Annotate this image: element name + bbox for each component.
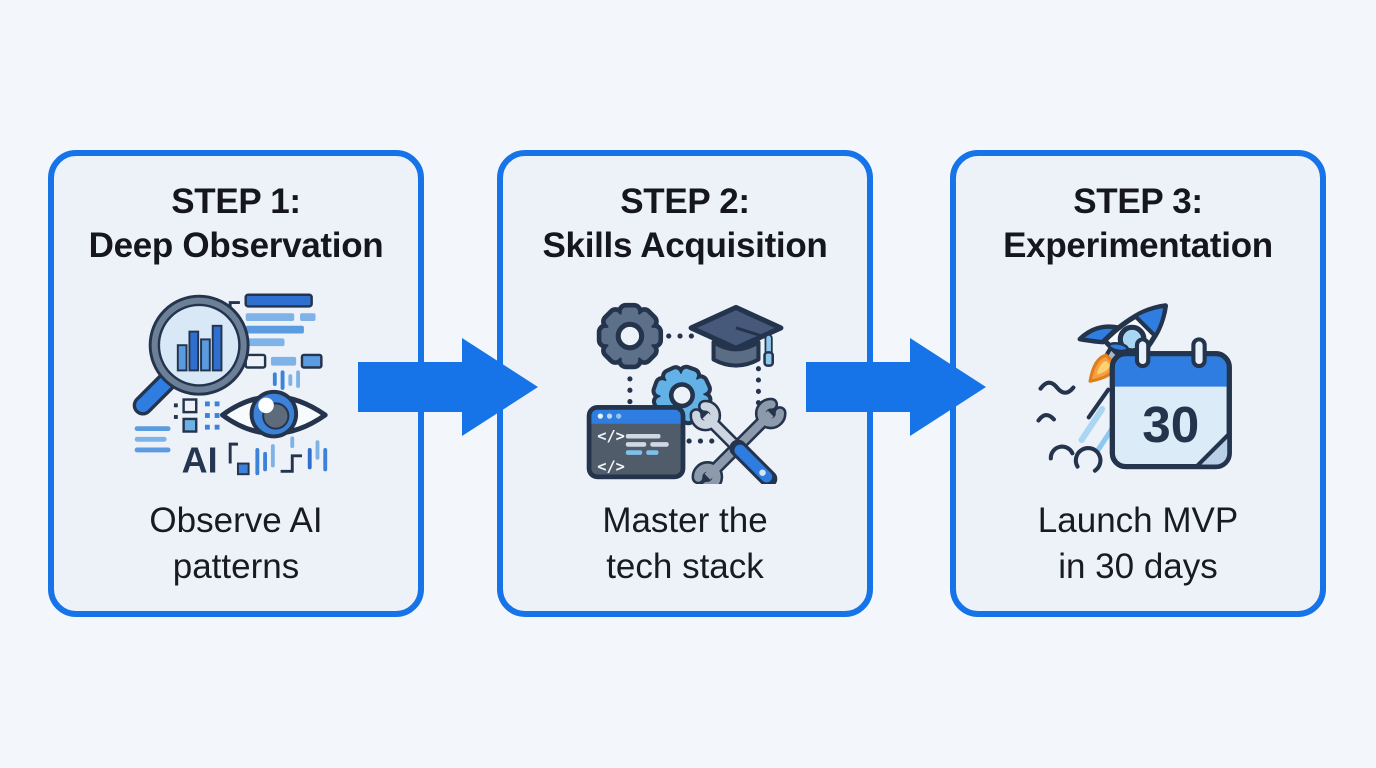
step-3-title: STEP 3: Experimentation xyxy=(1003,180,1273,268)
code-window-icon: </> </> xyxy=(586,404,686,479)
magnifier-bar-chart-icon xyxy=(132,294,250,416)
ai-observation-icon: AI xyxy=(132,293,328,480)
step-1-title-line-1: STEP 1: xyxy=(171,182,301,221)
dotted-connectors xyxy=(627,333,761,444)
step-3-caption-line-1: Launch MVP xyxy=(1037,501,1239,540)
step-2-caption: Master the tech stack xyxy=(602,498,767,590)
step-3-caption-line-2: in 30 days xyxy=(1058,547,1218,586)
rocket-calendar-icon: 30 xyxy=(1036,303,1232,473)
flow-arrow-2-icon xyxy=(806,338,986,436)
calendar-day-number: 30 xyxy=(1142,396,1199,453)
step-2-title: STEP 2: Skills Acquisition xyxy=(542,180,827,268)
step-2-icon-wrap: </> </> xyxy=(583,286,787,484)
step-1-caption-line-1: Observe AI xyxy=(149,501,323,540)
skills-tools-icon: </> </> xyxy=(586,302,787,484)
crossed-tools-icon xyxy=(689,397,787,484)
step-2-caption-line-1: Master the xyxy=(602,501,768,540)
circuit-pattern xyxy=(228,436,328,476)
flow-arrow-1-icon xyxy=(358,338,538,436)
step-2-caption-line-2: tech stack xyxy=(606,547,764,586)
step-3-title-line-1: STEP 3: xyxy=(1073,182,1203,221)
step-3-caption: Launch MVP in 30 days xyxy=(1038,498,1238,590)
calendar-icon: 30 xyxy=(1109,337,1232,470)
code-tag-top: </> xyxy=(597,427,625,445)
screwdriver-icon xyxy=(689,399,778,484)
data-lines xyxy=(134,426,171,453)
step-1-icon-wrap: AI xyxy=(129,286,343,482)
ai-label: AI xyxy=(182,440,218,480)
step-1-title-line-2: Deep Observation xyxy=(88,226,384,265)
smoke-trail xyxy=(1036,380,1118,473)
code-tag-bottom: </> xyxy=(597,457,625,475)
step-3-card: STEP 3: Experimentation xyxy=(950,150,1326,617)
step-2-title-line-2: Skills Acquisition xyxy=(542,226,828,265)
step-3-icon-wrap: 30 xyxy=(1030,286,1246,482)
eye-icon xyxy=(219,389,328,439)
step-1-caption: Observe AI patterns xyxy=(149,498,322,590)
step-1-title: STEP 1: Deep Observation xyxy=(89,180,384,268)
gear-dark-icon xyxy=(596,302,664,369)
graduation-cap-icon xyxy=(688,304,784,368)
qr-pattern xyxy=(173,398,220,433)
step-2-title-line-1: STEP 2: xyxy=(620,182,750,221)
step-1-caption-line-2: patterns xyxy=(172,547,300,586)
step-3-title-line-2: Experimentation xyxy=(1003,226,1273,265)
